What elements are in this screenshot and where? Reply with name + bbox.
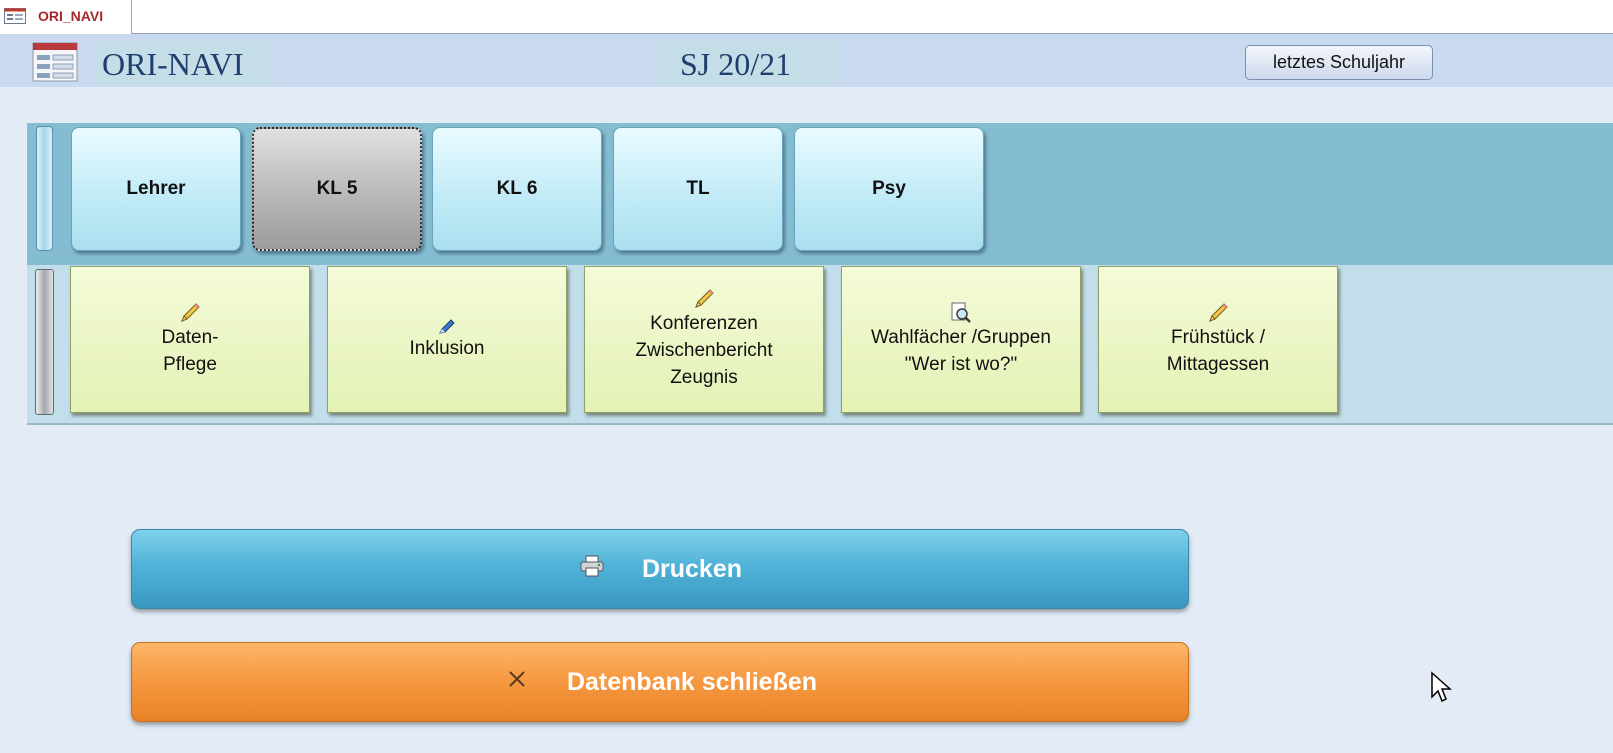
school-year-label: SJ 20/21 [680,46,792,82]
close-label: Datenbank schließen [566,667,818,696]
pencil-icon [1206,302,1230,324]
pen-icon [437,317,457,335]
nav-tab-row: Lehrer KL 5 KL 6 TL Psy [27,123,1613,265]
tab-label: KL 6 [496,178,538,199]
tab-lehrer[interactable]: Lehrer [71,127,241,251]
nav-row-handle[interactable] [36,126,53,251]
button-label-line: Wahlfächer /Gruppen [871,326,1051,348]
tab-label: TL [686,178,710,199]
function-row-handle[interactable] [35,269,54,415]
magnifier-document-icon [949,302,973,324]
pencil-icon [692,288,716,310]
form-icon [32,42,78,82]
daten-pflege-button[interactable]: Daten- Pflege [70,266,310,413]
pencil-icon [178,302,202,324]
fruehstueck-mittagessen-button[interactable]: Frühstück / Mittagessen [1098,266,1338,413]
inklusion-button[interactable]: Inklusion [327,266,567,413]
tab-psy[interactable]: Psy [794,127,984,251]
button-label-line: Frühstück / [1171,326,1265,348]
button-label-line: Zeugnis [670,367,738,388]
page-title: ORI-NAVI [102,46,244,82]
button-label-line: Daten- [161,326,219,348]
school-year-box: SJ 20/21 [656,40,836,84]
close-database-button[interactable]: Datenbank schließen [131,642,1189,722]
button-label-line: Inklusion [409,338,485,359]
close-icon [503,668,531,697]
button-label-line: "Wer ist wo?" [904,353,1018,375]
mouse-cursor-icon [1430,671,1452,708]
tab-label: Lehrer [126,178,186,199]
tab-kl-5[interactable]: KL 5 [252,127,422,251]
wahlfaecher-gruppen-button[interactable]: Wahlfächer /Gruppen "Wer ist wo?" [841,266,1081,413]
tab-kl-6[interactable]: KL 6 [432,127,602,251]
print-button[interactable]: Drucken [131,529,1189,609]
function-button-row: Daten- Pflege Inklusion Konferenzen Zwis… [27,265,1613,425]
button-label-line: Mittagessen [1166,353,1270,375]
printer-icon [578,555,606,584]
document-tab-strip: ORI_NAVI [0,0,1613,34]
last-school-year-button[interactable]: letztes Schuljahr [1245,45,1433,80]
button-label-line: Zwischenbericht [635,340,773,361]
form-header: ORI-NAVI SJ 20/21 letztes Schuljahr [0,34,1613,87]
document-tab-ori-navi[interactable]: ORI_NAVI [0,0,132,34]
print-label: Drucken [641,554,743,583]
title-box: ORI-NAVI [96,40,274,84]
konferenzen-button[interactable]: Konferenzen Zwischenbericht Zeugnis [584,266,824,413]
button-label-line: Pflege [163,353,217,375]
tab-label: Psy [872,178,906,199]
document-tab-label: ORI_NAVI [38,8,104,24]
button-label-line: Konferenzen [650,313,758,334]
form-icon [4,8,26,24]
tab-tl[interactable]: TL [613,127,783,251]
tab-label: KL 5 [316,178,358,199]
